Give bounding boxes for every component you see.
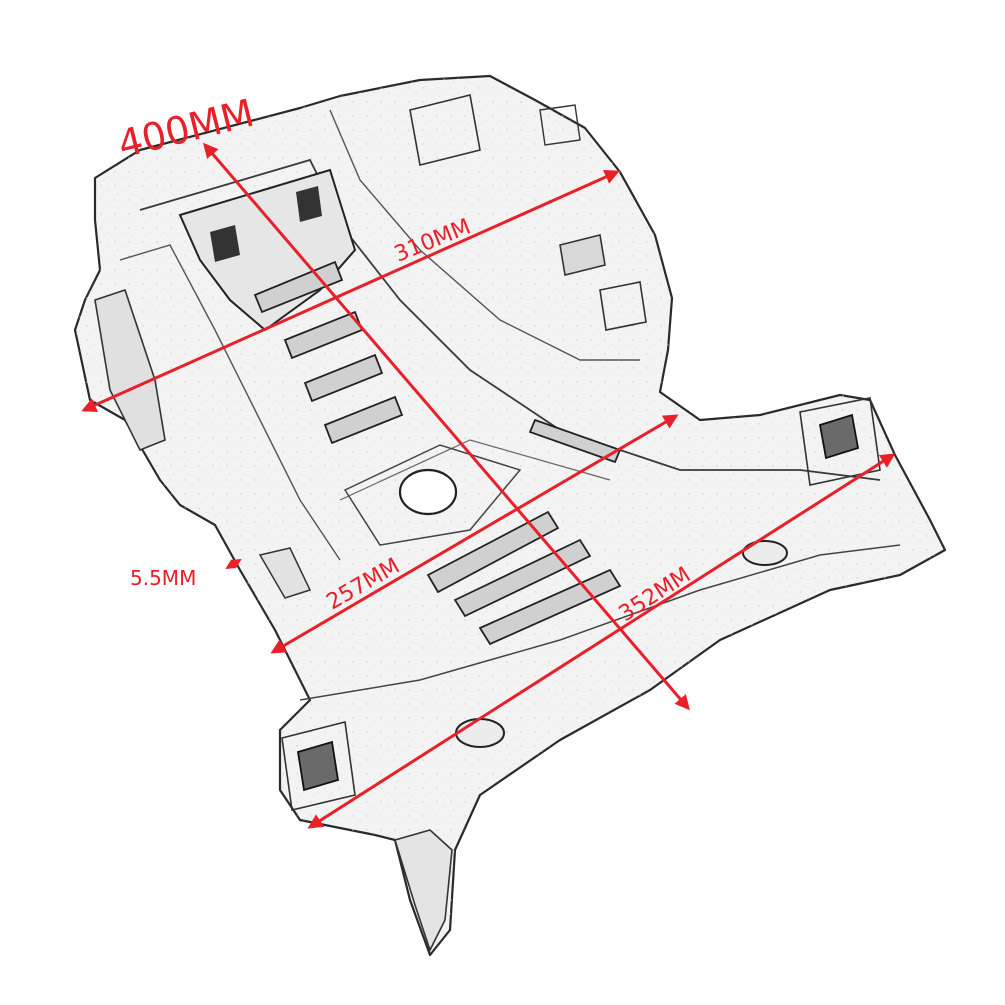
dim-line-upper-width	[81, 170, 620, 412]
drain-hole	[398, 468, 458, 516]
skid-plate	[73, 74, 947, 957]
dimension-annotations	[81, 142, 896, 829]
mount-hole-bottom	[455, 718, 505, 748]
label-thickness: 5.5MM	[130, 566, 196, 590]
bolt-slot-right	[296, 186, 322, 222]
dim-line-thickness	[225, 558, 242, 570]
dim-line-lower-length	[307, 453, 896, 829]
mount-pad-right	[818, 413, 860, 460]
mount-hole-right	[742, 540, 788, 566]
